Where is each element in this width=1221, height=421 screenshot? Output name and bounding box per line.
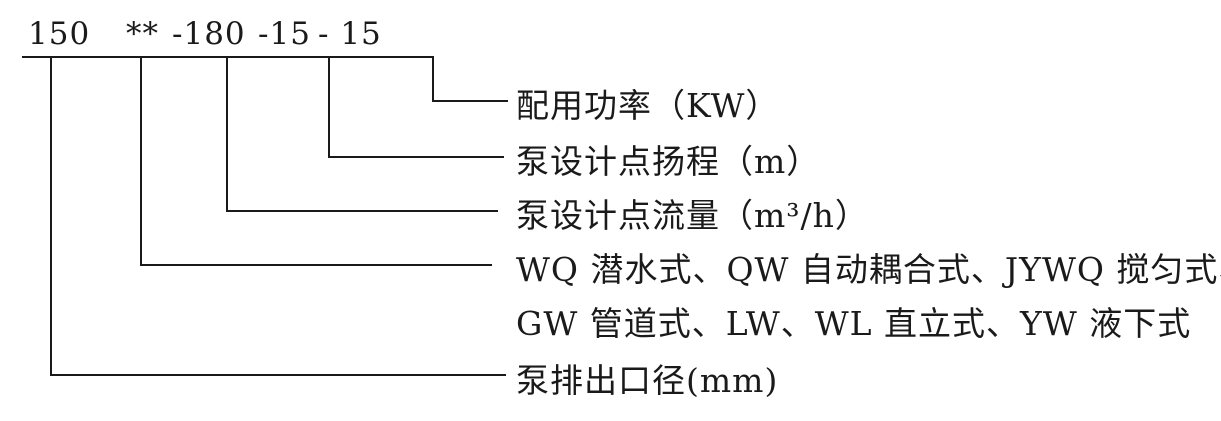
code-segment-diameter: 150 bbox=[28, 16, 91, 52]
label-diameter: 泵排出口径(mm) bbox=[516, 361, 779, 400]
connector-line-type bbox=[140, 264, 492, 266]
drop-line-flow bbox=[226, 56, 228, 212]
label-type-line1: WQ 潜水式、QW 自动耦合式、JYWQ 搅匀式、 bbox=[516, 250, 1221, 289]
label-power: 配用功率（KW） bbox=[516, 86, 780, 125]
code-underline bbox=[22, 56, 434, 58]
code-segment-type: ** bbox=[126, 16, 159, 52]
label-head: 泵设计点扬程（m） bbox=[516, 142, 821, 181]
connector-line-flow bbox=[226, 210, 498, 212]
code-segment-head: -15 bbox=[258, 16, 311, 52]
label-type-line2: GW 管道式、LW、WL 直立式、YW 液下式 bbox=[516, 304, 1192, 343]
drop-line-power bbox=[432, 56, 434, 102]
connector-line-power bbox=[432, 100, 508, 102]
label-flow: 泵设计点流量（m³/h） bbox=[516, 196, 869, 235]
code-segment-flow: -180 bbox=[172, 16, 246, 52]
drop-line-head bbox=[328, 56, 330, 158]
connector-line-head bbox=[328, 156, 504, 158]
code-segment-power: - 15 bbox=[318, 16, 382, 52]
drop-line-diameter bbox=[50, 56, 52, 376]
connector-line-diameter bbox=[50, 374, 506, 376]
drop-line-type bbox=[140, 56, 142, 266]
